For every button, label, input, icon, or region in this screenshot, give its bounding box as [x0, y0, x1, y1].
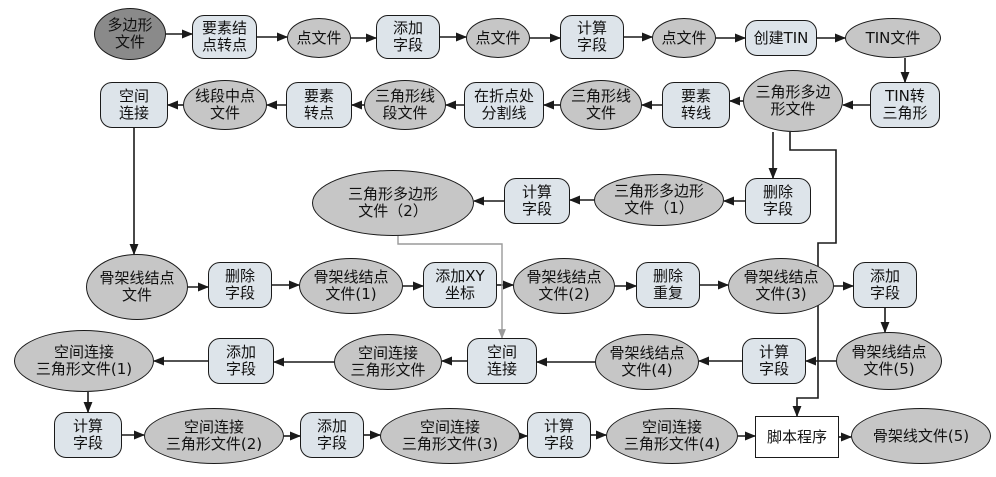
- node-label: 添加 字段: [869, 267, 900, 302]
- node-label: 添加 字段: [392, 19, 423, 54]
- node-n9: TIN文件: [845, 18, 941, 58]
- node-label: 三角形线 文件: [570, 87, 631, 122]
- node-n3: 点文件: [287, 18, 351, 58]
- node-label: 点文件: [661, 28, 707, 47]
- node-n10: TIN转 三角形: [870, 82, 940, 128]
- node-n7: 点文件: [652, 18, 716, 58]
- node-n28: 删除 重复: [636, 262, 700, 308]
- node-label: 骨架线结点 文件(4): [609, 344, 685, 379]
- node-label: 创建TIN: [753, 28, 809, 47]
- node-n26: 添加XY 坐标: [423, 262, 497, 308]
- node-n35: 空间连接 三角形文件: [334, 334, 442, 390]
- node-label: 三角形线 段文件: [374, 87, 435, 122]
- node-n16: 要素 转点: [286, 82, 352, 128]
- node-n2: 要素结 点转点: [192, 15, 257, 59]
- node-n14: 在折点处 分割线: [464, 82, 544, 128]
- node-label: TIN转 三角形: [882, 87, 928, 122]
- node-n25: 骨架线结点 文件(1): [299, 258, 403, 314]
- node-n18: 空间 连接: [100, 82, 168, 128]
- node-n15: 三角形线 段文件: [364, 80, 446, 130]
- node-label: 空间连接 三角形文件(3): [401, 418, 499, 453]
- node-label: 要素 转点: [303, 87, 334, 122]
- node-n42: 计算 字段: [527, 412, 591, 458]
- node-label: 三角形多边 形文件: [755, 83, 831, 118]
- node-n20: 三角形多边形 文件（1）: [594, 174, 724, 226]
- node-label: 计算 字段: [521, 183, 552, 218]
- edge-n11-n44: [789, 132, 837, 418]
- node-label: 三角形多边形 文件（2）: [347, 185, 438, 220]
- node-n32: 计算 字段: [742, 338, 806, 384]
- node-label: 空间连接 三角形文件(2): [165, 418, 263, 453]
- node-label: 脚本程序: [766, 427, 827, 446]
- node-label: 骨架线文件(5): [872, 426, 970, 445]
- node-n1: 多边形 文件: [94, 8, 166, 60]
- node-n37: 空间连接 三角形文件(1): [14, 330, 154, 392]
- node-label: 骨架线结点 文件(3): [743, 268, 819, 303]
- node-n45: 骨架线文件(5): [851, 408, 991, 464]
- node-label: 骨架线结点 文件(1): [313, 268, 389, 303]
- node-label: TIN文件: [865, 28, 921, 47]
- node-label: 空间连接 三角形文件(4): [623, 418, 721, 453]
- node-label: 添加XY 坐标: [435, 267, 485, 302]
- node-label: 计算 字段: [72, 417, 103, 452]
- node-label: 在折点处 分割线: [473, 87, 534, 122]
- node-label: 三角形多边形 文件（1）: [613, 182, 704, 217]
- node-label: 添加 字段: [225, 343, 256, 378]
- node-n12: 要素 转线: [662, 82, 730, 128]
- node-label: 计算 字段: [758, 343, 789, 378]
- node-label: 删除 重复: [652, 267, 683, 302]
- node-n36: 添加 字段: [208, 338, 274, 384]
- node-n23: 骨架线结点 文件: [86, 254, 188, 320]
- node-n31: 骨架线结点 文件(5): [836, 332, 942, 390]
- node-label: 骨架线结点 文件: [99, 269, 175, 304]
- node-n39: 空间连接 三角形文件(2): [144, 408, 284, 464]
- node-label: 点文件: [475, 28, 521, 47]
- node-n43: 空间连接 三角形文件(4): [606, 408, 738, 464]
- node-label: 计算 字段: [576, 19, 607, 54]
- node-n38: 计算 字段: [54, 412, 122, 458]
- node-n22: 三角形多边形 文件（2）: [312, 170, 474, 236]
- node-n17: 线段中点 文件: [183, 80, 267, 130]
- node-n5: 点文件: [466, 18, 530, 58]
- node-n11: 三角形多边 形文件: [743, 70, 843, 132]
- node-label: 点文件: [296, 28, 342, 47]
- node-label: 要素结 点转点: [201, 19, 247, 54]
- node-label: 删除 字段: [762, 183, 793, 218]
- node-n34: 空间 连接: [467, 338, 537, 384]
- node-label: 要素 转线: [680, 87, 711, 122]
- node-label: 添加 字段: [316, 417, 347, 452]
- node-n4: 添加 字段: [376, 15, 440, 59]
- node-label: 骨架线结点 文件(2): [526, 268, 602, 303]
- node-n33: 骨架线结点 文件(4): [595, 334, 699, 390]
- node-label: 空间连接 三角形文件: [350, 344, 426, 379]
- node-label: 线段中点 文件: [194, 87, 255, 122]
- node-label: 空间 连接: [118, 87, 149, 122]
- node-label: 骨架线结点 文件(5): [851, 343, 927, 378]
- node-label: 多边形 文件: [107, 16, 153, 51]
- node-n24: 删除 字段: [208, 262, 272, 308]
- node-n44: 脚本程序: [755, 416, 839, 458]
- node-n19: 删除 字段: [745, 178, 811, 224]
- node-n13: 三角形线 文件: [560, 80, 642, 130]
- node-label: 删除 字段: [224, 267, 255, 302]
- node-n41: 空间连接 三角形文件(3): [380, 408, 520, 464]
- node-label: 空间连接 三角形文件(1): [35, 343, 133, 378]
- node-n21: 计算 字段: [504, 178, 570, 224]
- node-label: 空间 连接: [486, 343, 517, 378]
- node-n30: 添加 字段: [853, 262, 917, 308]
- node-label: 计算 字段: [543, 417, 574, 452]
- node-n27: 骨架线结点 文件(2): [513, 258, 615, 314]
- node-n29: 骨架线结点 文件(3): [728, 258, 834, 314]
- node-n40: 添加 字段: [300, 412, 364, 458]
- node-n6: 计算 字段: [560, 15, 624, 59]
- edge-n22-n34: [397, 236, 506, 339]
- node-n8: 创建TIN: [745, 20, 817, 56]
